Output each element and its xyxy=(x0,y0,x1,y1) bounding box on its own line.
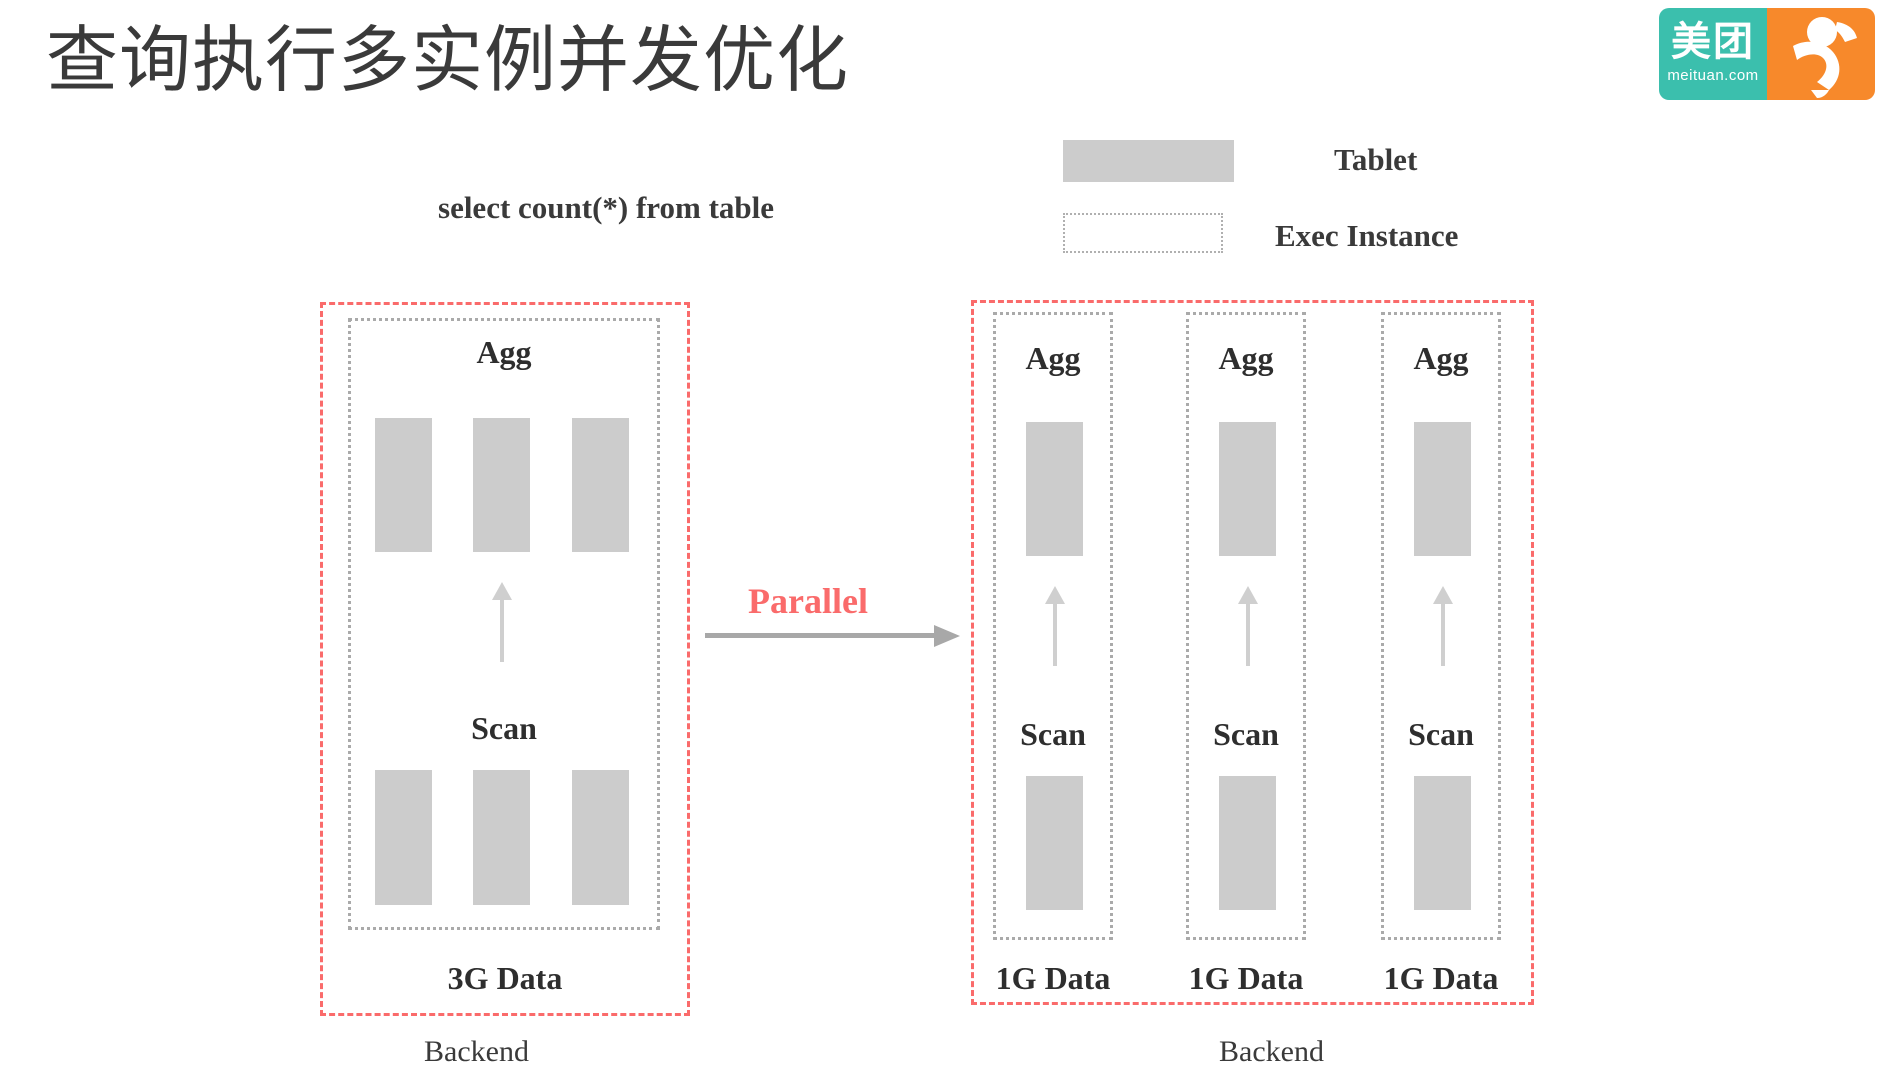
right-data-size-label-3: 1G Data xyxy=(1383,960,1499,996)
exec-instance-box-2 xyxy=(1186,312,1306,940)
left-backend-label: Backend xyxy=(424,1035,529,1068)
logo-mascot-panel xyxy=(1767,8,1875,100)
tablet xyxy=(1026,422,1083,556)
right-scan-label-1: Scan xyxy=(1020,716,1086,752)
legend-swatch-exec-instance xyxy=(1063,213,1223,253)
parallel-annotation-label: Parallel xyxy=(748,581,868,621)
parallel-transition-arrow xyxy=(705,625,960,647)
right-agg-label-1: Agg xyxy=(1025,340,1081,376)
tablet xyxy=(473,418,530,552)
left-backend-boundary xyxy=(320,302,690,1016)
tablet xyxy=(375,418,432,552)
tablet xyxy=(572,418,629,552)
left-exec-instance-box xyxy=(348,318,660,930)
legend-label-exec-instance: Exec Instance xyxy=(1275,218,1459,253)
legend-swatch-tablet xyxy=(1063,140,1234,182)
logo-name-cn: 美团 xyxy=(1671,18,1755,65)
legend-label-tablet: Tablet xyxy=(1334,142,1418,177)
exec-instance-box-3 xyxy=(1381,312,1501,940)
tablet xyxy=(473,770,530,905)
dataflow-arrow-up xyxy=(1043,586,1067,666)
right-scan-label-3: Scan xyxy=(1408,716,1474,752)
meituan-logo: 美团 meituan.com xyxy=(1659,8,1875,100)
left-data-size-label: 3G Data xyxy=(447,960,563,996)
sql-query-text: select count(*) from table xyxy=(438,190,775,225)
logo-wordmark-panel: 美团 meituan.com xyxy=(1659,8,1767,100)
right-backend-label: Backend xyxy=(1219,1035,1324,1068)
right-agg-label-3: Agg xyxy=(1413,340,1469,376)
tablet xyxy=(1414,422,1471,556)
exec-instance-box-1 xyxy=(993,312,1113,940)
right-backend-boundary xyxy=(971,300,1534,1005)
dataflow-arrow-up xyxy=(1236,586,1260,666)
page-title: 查询执行多实例并发优化 xyxy=(46,21,850,101)
tablet xyxy=(1219,776,1276,910)
right-data-size-label-1: 1G Data xyxy=(995,960,1111,996)
tablet xyxy=(375,770,432,905)
dataflow-arrow-up xyxy=(490,582,514,662)
logo-domain: meituan.com xyxy=(1667,66,1759,84)
right-data-size-label-2: 1G Data xyxy=(1188,960,1304,996)
tablet xyxy=(572,770,629,905)
kangaroo-mascot-icon xyxy=(1793,17,1857,98)
left-agg-label: Agg xyxy=(476,334,532,370)
tablet xyxy=(1026,776,1083,910)
tablet xyxy=(1219,422,1276,556)
left-scan-label: Scan xyxy=(471,710,537,746)
right-scan-label-2: Scan xyxy=(1213,716,1279,752)
right-agg-label-2: Agg xyxy=(1218,340,1274,376)
dataflow-arrow-up xyxy=(1431,586,1455,666)
tablet xyxy=(1414,776,1471,910)
